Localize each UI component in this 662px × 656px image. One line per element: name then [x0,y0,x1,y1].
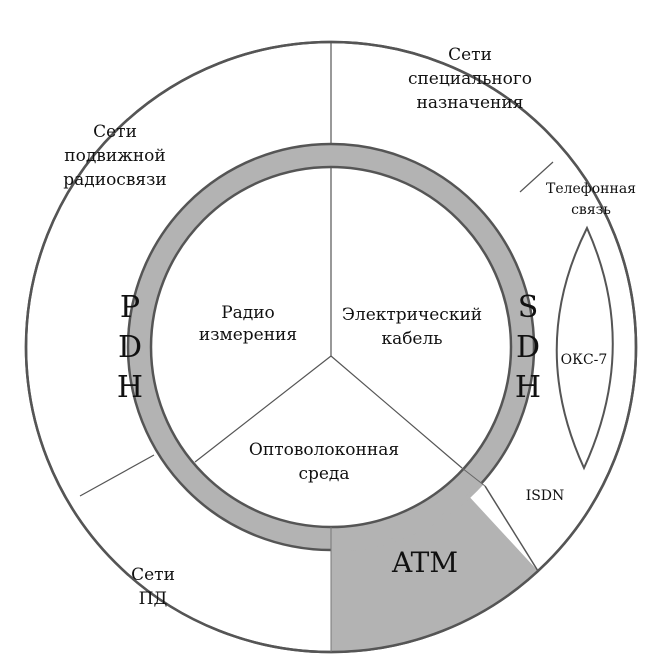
mobile-networks-label: подвижной [64,146,165,166]
sector-line [330,355,463,469]
radio-label: Радио [221,303,275,323]
sdh-label: D [516,330,540,365]
sdh-label: H [515,370,541,405]
sdh-label: S [518,290,539,325]
oks7-label: ОКС-7 [561,352,608,368]
isdn-divider [484,485,539,572]
pdh-label: P [120,290,140,325]
cable-label: кабель [381,329,442,349]
data-networks-label: ПД [139,589,168,609]
mobile-networks-label: радиосвязи [63,170,166,190]
sector-line [194,355,332,463]
oks7-lens [555,225,614,471]
telephone-label: связь [571,202,611,218]
special-networks-label: Сети [448,45,492,65]
isdn-label: ISDN [526,488,565,504]
radio-label: измерения [199,325,297,345]
fiber-label: среда [298,464,349,484]
cable-label: Электрический [342,305,482,325]
mobile-networks-label: Сети [93,122,137,142]
special-networks-label: специального [408,69,532,89]
atm-label: ATM [391,546,458,579]
special-networks-label: назначения [417,93,524,113]
band-divider [79,454,155,497]
telephone-label: Телефонная [546,181,636,197]
data-networks-label: Сети [131,565,175,585]
pdh-label: D [118,330,142,365]
fiber-label: Оптоволоконная [249,440,399,460]
band-divider [519,161,554,193]
pdh-label: H [117,370,143,405]
